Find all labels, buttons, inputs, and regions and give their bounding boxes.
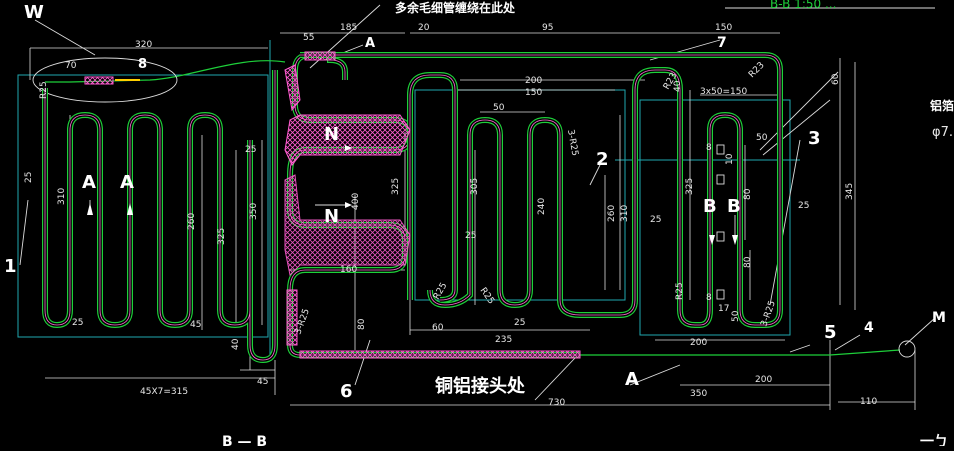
radius-i: R25 bbox=[39, 81, 49, 99]
dim-55: 55 bbox=[303, 33, 314, 43]
part-7: 7 bbox=[717, 35, 727, 51]
part-6: 6 bbox=[340, 381, 353, 402]
part-4: 4 bbox=[864, 320, 874, 336]
dim-80b: 80 bbox=[743, 256, 753, 268]
note-right-phi: φ7. bbox=[932, 125, 953, 140]
label-A3: A bbox=[365, 36, 375, 51]
dim-325c: 325 bbox=[685, 178, 695, 195]
dim-50c: 50 bbox=[731, 310, 741, 322]
section-title: B — B bbox=[222, 434, 267, 446]
dim-400: 400 bbox=[351, 193, 361, 210]
pipe-left-serpentine bbox=[42, 70, 278, 364]
label-B1: B bbox=[703, 196, 717, 217]
part-numbers: 1 2 3 4 5 6 7 8 bbox=[4, 35, 874, 402]
dim-305: 305 bbox=[470, 178, 480, 195]
dim-25c: 25 bbox=[245, 145, 256, 155]
dim-8: 8 bbox=[706, 293, 712, 303]
label-N1: N bbox=[324, 124, 339, 145]
dim-45x7: 45X7=315 bbox=[140, 387, 188, 397]
dim-325b: 325 bbox=[391, 178, 401, 195]
label-A1: A bbox=[82, 172, 96, 193]
section-arrows bbox=[87, 145, 738, 245]
dim-80a: 80 bbox=[743, 188, 753, 200]
pipeR-centerline bbox=[300, 54, 781, 326]
dim-25f: 25 bbox=[24, 172, 34, 183]
dim-25a: 25 bbox=[798, 201, 809, 211]
dim-260a: 260 bbox=[187, 213, 197, 230]
dim-20: 20 bbox=[418, 23, 430, 33]
label-A4: A bbox=[625, 369, 639, 390]
dim-345: 345 bbox=[845, 183, 855, 200]
dim-200c: 200 bbox=[755, 375, 772, 385]
dim-25e: 25 bbox=[514, 318, 525, 328]
view-labels: W A A A A N N B B M B — B B-B 1:50 ... bbox=[24, 0, 946, 450]
dim-45b: 45 bbox=[257, 377, 268, 387]
note-right-cut: 铝箔 bbox=[930, 98, 954, 113]
part-8: 8 bbox=[138, 57, 147, 72]
label-N2: N bbox=[324, 206, 339, 227]
section-ref: B-B 1:50 ... bbox=[770, 0, 836, 11]
part-5: 5 bbox=[824, 322, 837, 343]
pipeM2-centerline bbox=[409, 69, 681, 316]
dim-325a: 325 bbox=[217, 228, 227, 245]
dim-310a: 310 bbox=[57, 188, 67, 205]
dim-50b: 50 bbox=[756, 133, 768, 143]
part-1: 1 bbox=[4, 256, 17, 277]
dim-185: 185 bbox=[340, 23, 357, 33]
dim-50: 50 bbox=[493, 103, 505, 113]
dim-240: 240 bbox=[537, 198, 547, 215]
label-A2: A bbox=[120, 172, 134, 193]
dim-160: 160 bbox=[340, 265, 357, 275]
dim-25b: 25 bbox=[650, 215, 661, 225]
pipeL-centerline bbox=[44, 70, 276, 361]
note-bottom-right: 一ㄅ bbox=[920, 434, 948, 446]
label-W: W bbox=[24, 2, 44, 23]
label-M: M bbox=[932, 310, 946, 326]
dim-150: 150 bbox=[715, 23, 732, 33]
dim-40: 40 bbox=[673, 80, 683, 92]
note-joint: 铜铝接头处 bbox=[435, 375, 526, 397]
dim-350: 350 bbox=[249, 203, 259, 220]
dim-235: 235 bbox=[495, 335, 512, 345]
dim-10: 10 bbox=[725, 153, 735, 165]
dim-45a: 45 bbox=[190, 320, 201, 330]
radius-f: R25 bbox=[478, 286, 496, 306]
radius-c: 3-R25 bbox=[565, 129, 579, 157]
dim-310b: 310 bbox=[620, 205, 630, 222]
dim-200: 200 bbox=[525, 76, 542, 86]
dim-70: 70 bbox=[65, 61, 77, 71]
part-3: 3 bbox=[808, 128, 821, 149]
notes: 多余毛细管缠绕在此处 铜铝接头处 铝箔 φ7. 一ㄅ bbox=[395, 0, 954, 450]
capillary-wrap-hatch bbox=[84, 51, 581, 359]
dim-25g: 25 bbox=[72, 318, 83, 328]
label-B2: B bbox=[727, 196, 741, 217]
dim-110: 110 bbox=[860, 397, 877, 407]
dim-8b: 8 bbox=[706, 143, 712, 153]
dim-260b: 260 bbox=[607, 205, 617, 222]
dim-25d: 25 bbox=[465, 231, 476, 241]
note-capillary: 多余毛细管缠绕在此处 bbox=[395, 0, 516, 15]
dim-150b: 150 bbox=[525, 88, 542, 98]
pipe-middle-serpentine bbox=[287, 52, 783, 358]
sensor-markers bbox=[115, 79, 916, 358]
dim-60b: 60 bbox=[432, 323, 444, 333]
dim-200b: 200 bbox=[690, 338, 707, 348]
part-2: 2 bbox=[596, 149, 609, 170]
dim-95: 95 bbox=[542, 23, 553, 33]
dim-320: 320 bbox=[135, 40, 152, 50]
dim-60: 60 bbox=[831, 73, 841, 85]
radius-b: R23 bbox=[747, 61, 767, 81]
dim-350b: 350 bbox=[690, 389, 707, 399]
radius-g: R25 bbox=[675, 282, 685, 300]
dim-40b: 40 bbox=[231, 338, 241, 350]
dim-730: 730 bbox=[548, 398, 565, 408]
dim-3x50: 3x50=150 bbox=[700, 87, 747, 97]
dim-80c: 80 bbox=[357, 318, 367, 330]
dim-17: 17 bbox=[718, 304, 729, 314]
